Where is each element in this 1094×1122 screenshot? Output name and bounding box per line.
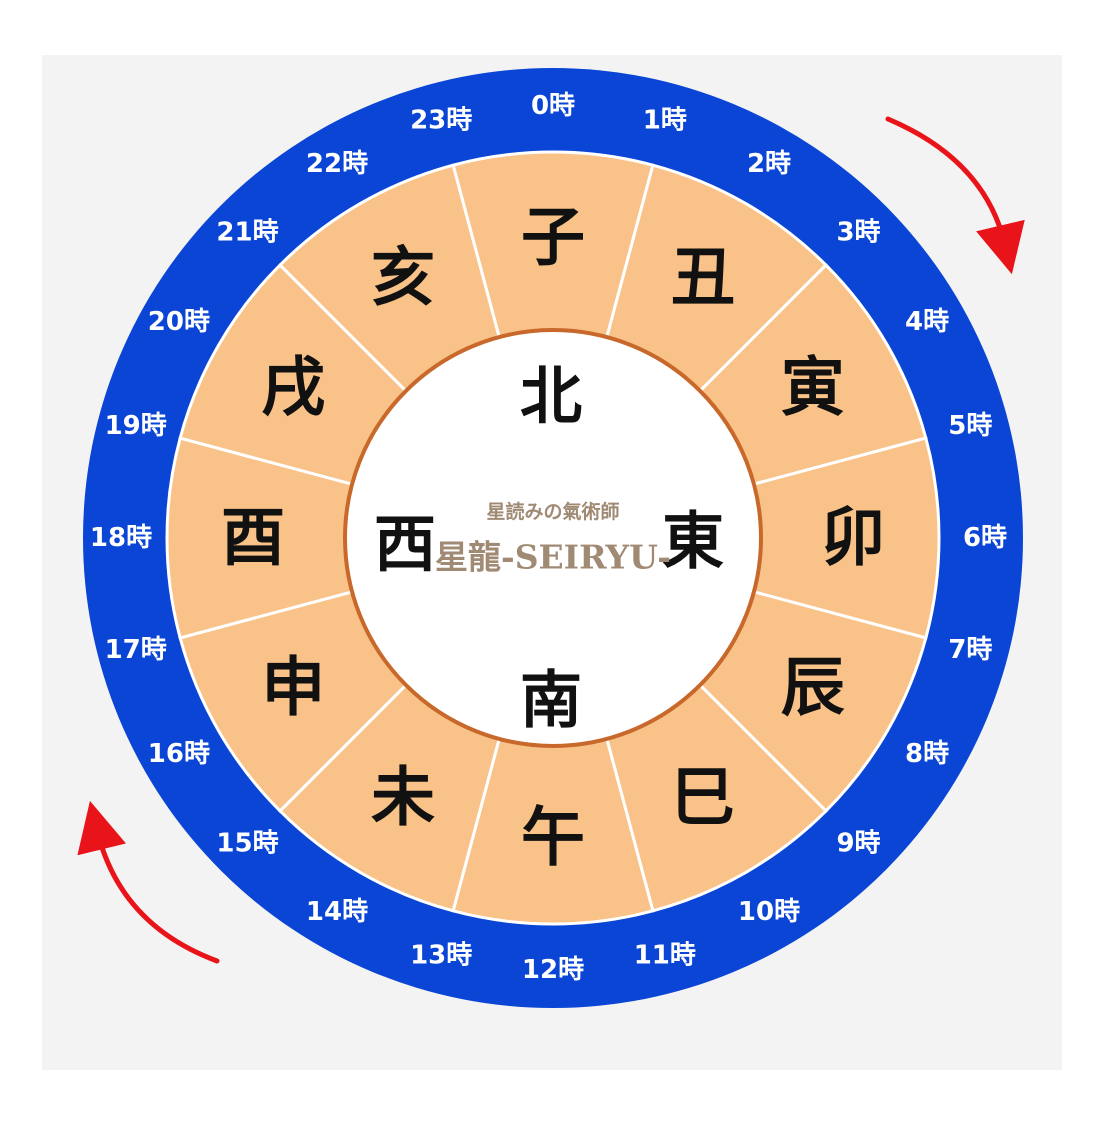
- hour-label: 1時: [643, 106, 687, 136]
- direction-west: 西: [374, 508, 436, 581]
- hour-labels: 0時 1時 2時 3時 4時 5時 6時 7時 8時 9時 10時 11時 12時 13時 14時 15時 16…: [90, 91, 1007, 985]
- branch-label: 辰: [781, 651, 845, 726]
- clockwise-arrow-bottom-left: [77, 800, 220, 964]
- center-disc: [343, 328, 763, 748]
- hour-label: 5時: [948, 411, 992, 441]
- hour-label: 4時: [905, 307, 949, 337]
- hour-label: 22時: [306, 149, 368, 179]
- hour-label: 2時: [747, 149, 791, 179]
- hour-label: 12時: [522, 955, 584, 985]
- branch-label: 亥: [371, 241, 435, 316]
- direction-north: 北: [520, 360, 582, 433]
- hour-label: 8時: [905, 739, 949, 769]
- branch-label: 午: [521, 801, 585, 876]
- hour-label: 23時: [410, 106, 472, 136]
- brand-line-2: 星龍-SEIRYU-: [435, 538, 671, 577]
- hour-label: 15時: [216, 829, 278, 859]
- hour-label: 7時: [948, 635, 992, 665]
- hour-label: 19時: [105, 411, 167, 441]
- branch-label: 申: [261, 651, 325, 726]
- hour-label: 10時: [738, 897, 800, 927]
- hour-label: 14時: [306, 897, 368, 927]
- hour-label: 20時: [148, 307, 210, 337]
- hour-label: 11時: [634, 940, 696, 970]
- branch-label: 子: [521, 201, 585, 276]
- branch-segments: [165, 150, 941, 926]
- branch-label: 巳: [671, 760, 735, 835]
- hour-label: 13時: [410, 940, 472, 970]
- branch-label: 寅: [781, 351, 845, 426]
- branch-label: 丑: [671, 241, 735, 316]
- hour-label: 16時: [148, 739, 210, 769]
- branch-label: 酉: [221, 501, 285, 576]
- clockwise-arrow-top-right: [885, 116, 1025, 275]
- direction-south: 南: [520, 664, 582, 737]
- direction-east: 東: [662, 505, 724, 578]
- branch-label: 卯: [821, 501, 885, 576]
- hour-label: 6時: [963, 523, 1007, 553]
- hour-label: 21時: [216, 218, 278, 248]
- hour-label: 17時: [105, 635, 167, 665]
- brand-line-1: 星読みの氣術師: [486, 500, 619, 523]
- branch-label: 未: [371, 760, 435, 835]
- branch-label: 戌: [261, 351, 325, 426]
- hour-label: 3時: [836, 218, 880, 248]
- hour-label: 18時: [90, 523, 152, 553]
- hour-label: 9時: [836, 829, 880, 859]
- hour-label: 0時: [531, 91, 575, 121]
